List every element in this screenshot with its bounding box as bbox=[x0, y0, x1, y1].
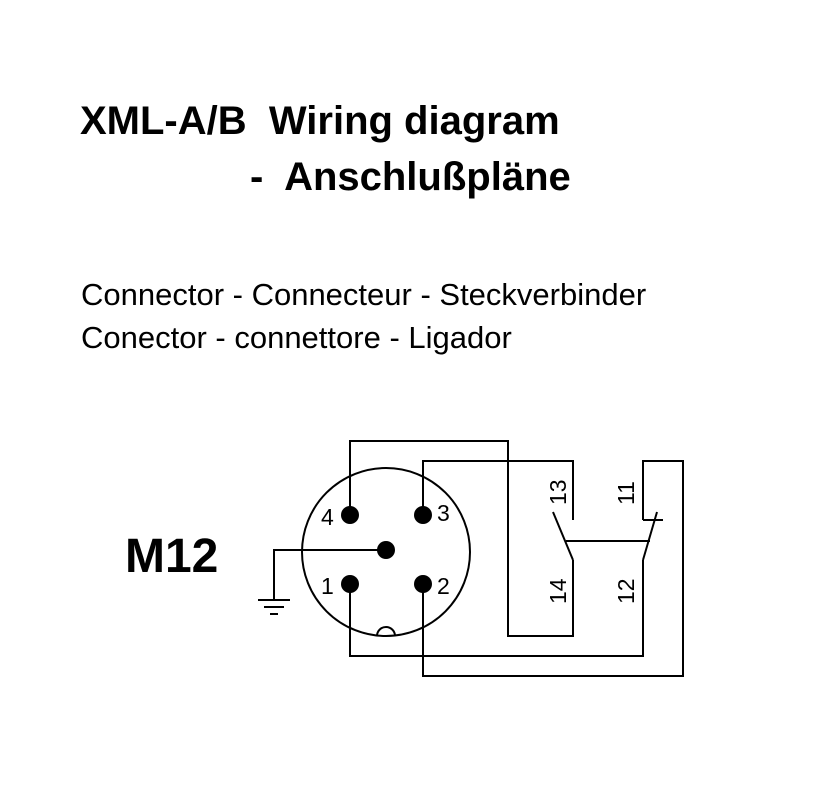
subtitle-line-2: Conector - connettore - Ligador bbox=[81, 320, 512, 355]
wire-pin-1 bbox=[349, 560, 644, 657]
contact-label-12: 12 bbox=[613, 578, 639, 604]
pin-3-dot bbox=[414, 506, 432, 524]
contact-label-11: 11 bbox=[613, 481, 639, 505]
pin-label-3: 3 bbox=[437, 500, 450, 526]
title-line-1: XML-A/B Wiring diagram bbox=[80, 99, 560, 143]
wire-pin-2 bbox=[422, 460, 684, 677]
contact-label-13: 13 bbox=[545, 479, 571, 505]
pin-4-dot bbox=[341, 506, 359, 524]
switch-contact-13-14-blade bbox=[552, 511, 574, 561]
wire-pin-3 bbox=[422, 460, 574, 520]
contact-label-14: 14 bbox=[545, 578, 571, 604]
wire-ground bbox=[273, 549, 386, 600]
connector-key-notch bbox=[376, 626, 396, 637]
pin-1-dot bbox=[341, 575, 359, 593]
pin-label-4: 4 bbox=[321, 504, 334, 530]
title-line-2: - Anschlußpläne bbox=[250, 155, 571, 199]
connector-circle bbox=[301, 467, 471, 637]
subtitle-line-1: Connector - Connecteur - Steckverbinder bbox=[81, 277, 647, 312]
wire-pin-4 bbox=[349, 440, 574, 637]
connector-label: M12 bbox=[125, 530, 218, 583]
pin-2-dot bbox=[414, 575, 432, 593]
pin-center-dot bbox=[377, 541, 395, 559]
pin-label-1: 1 bbox=[321, 573, 334, 599]
pin-label-2: 2 bbox=[437, 573, 450, 599]
